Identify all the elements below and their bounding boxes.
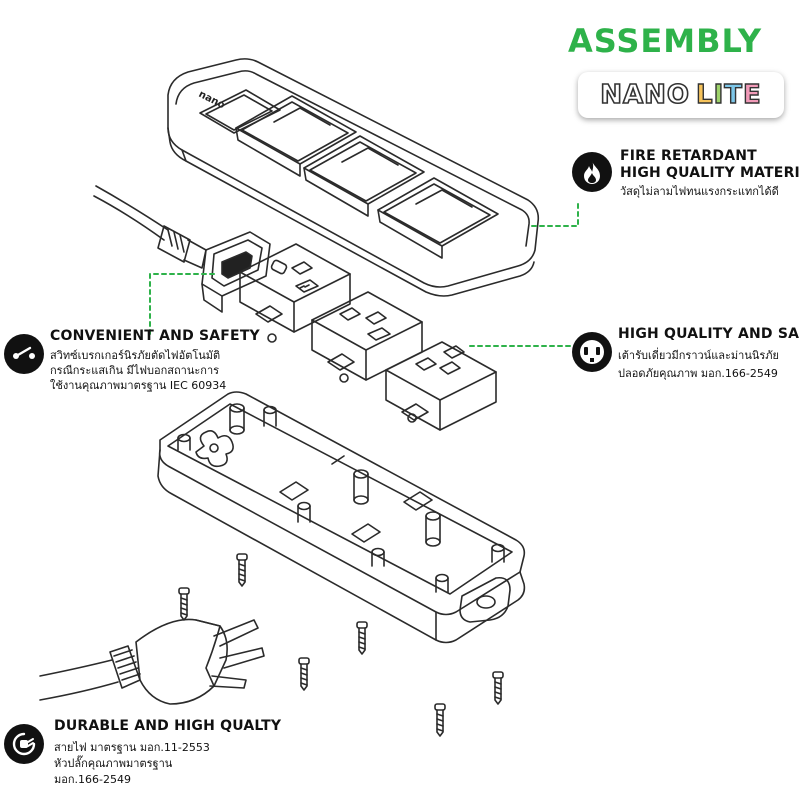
feature-description: สายไฟ มาตรฐาน มอก.11-2553 <box>54 741 210 754</box>
callout-leaders <box>149 199 603 347</box>
outlet-icon <box>572 332 612 372</box>
feature-description: สวิทซ์เบรกเกอร์นิรภัยตัดไฟอัตโนมัติ <box>50 349 221 362</box>
feature-description: ปลอดภัยคุณภาพ มอก.166-2549 <box>618 367 778 380</box>
bottom-base <box>157 391 526 644</box>
power-plug <box>39 618 265 705</box>
feature-title: DURABLE AND HIGH QUALTY <box>54 718 282 734</box>
feature-title: HIGH QUALITY AND SAFETY <box>618 326 800 342</box>
brand-lite-letter: T <box>724 79 743 110</box>
power-cable <box>93 185 207 269</box>
feature-title: CONVENIENT AND SAFETY <box>50 328 260 344</box>
brand-badge: NANO LITE <box>578 72 784 118</box>
brand-lite-letter: I <box>713 79 725 110</box>
outlet-modules <box>239 243 497 431</box>
page-title: ASSEMBLY <box>568 22 763 60</box>
switch-icon <box>4 334 44 374</box>
brand-lite-letter: E <box>742 79 762 110</box>
brand-lite-letter: L <box>695 79 714 110</box>
feature-description: หัวปลั๊กคุณภาพมาตรฐาน <box>54 757 173 770</box>
feature-description: วัสดุไม่ลามไฟทนแรงกระแทกได้ดี <box>620 185 779 198</box>
feature-description: ใช้งานคุณภาพมาตรฐาน IEC 60934 <box>50 379 227 392</box>
flame-icon <box>572 152 612 192</box>
feature-title: FIRE RETARDANT <box>620 148 757 164</box>
feature-description: เต้ารับเดี่ยวมีกราวน์และม่านนิรภัย <box>618 349 779 362</box>
plug-icon <box>4 724 44 764</box>
brand-lite: LITE <box>695 79 762 110</box>
breaker-switch <box>201 231 271 313</box>
feature-description: กรณีกระแสเกิน มีไฟบอกสถานะการ <box>50 364 220 377</box>
brand-nano: NANO <box>599 79 690 111</box>
feature-description: มอก.166-2549 <box>54 773 131 786</box>
feature-title: HIGH QUALITY MATERIALS <box>620 165 800 181</box>
top-cover: nano <box>167 58 540 297</box>
